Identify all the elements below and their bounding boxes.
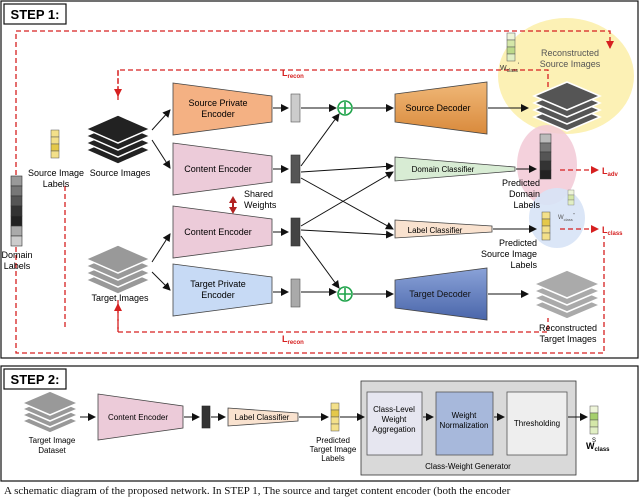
label-classifier: Label Classifier (394, 219, 493, 239)
step1-title: STEP 1: (11, 7, 60, 22)
content-encoder-top: Content Encoder (172, 142, 273, 196)
reconstructed-highlight (498, 18, 634, 134)
svg-text:Ladv: Ladv (602, 166, 619, 178)
svg-text:Label Classifier: Label Classifier (235, 413, 290, 422)
figure-caption: A schematic diagram of the proposed netw… (4, 485, 511, 497)
content-encoder-bottom: Content Encoder (172, 205, 273, 259)
svg-text:Target Decoder: Target Decoder (409, 289, 471, 299)
w-class-prime-vector (506, 32, 516, 62)
loss-labels: Lrecon Lrecon Ladv Lclass (282, 68, 623, 346)
domain-classifier: Domain Classifier (394, 156, 516, 182)
w-class-2prime-vector (567, 189, 575, 206)
input-arrows (151, 109, 171, 291)
reconstructed-source-stack (532, 81, 602, 132)
svg-text:Lclass: Lclass (602, 225, 623, 237)
step2-content-encoder: Content Encoder (97, 393, 184, 441)
svg-text:Lrecon: Lrecon (282, 68, 304, 80)
predicted-domain-vector (539, 133, 552, 180)
reconstructed-target-stack (532, 269, 602, 320)
svg-text:Content Encoder: Content Encoder (184, 164, 252, 174)
svg-text:Source Decoder: Source Decoder (405, 103, 470, 113)
encoder-feature-arrows (273, 104, 289, 296)
svg-text:Lrecon: Lrecon (282, 334, 304, 346)
network-diagram: STEP 1: Lrecon Lrecon Ladv Lclass (0, 0, 639, 482)
target-images-text: Target Images (91, 293, 149, 303)
w-class-text: Wclass (586, 441, 610, 453)
source-images-text: Source Images (90, 168, 151, 178)
step2-feature-vector (201, 405, 211, 429)
svg-text:Content Encoder: Content Encoder (184, 227, 252, 237)
weight-normalization-box (435, 391, 494, 456)
w-class-vector (589, 405, 599, 435)
step2-predicted-vector (330, 402, 340, 432)
svg-text:Thresholding: Thresholding (514, 419, 560, 428)
thresholding-box (506, 391, 568, 456)
svg-text:Content Encoder: Content Encoder (108, 413, 168, 422)
svg-text:Domain Classifier: Domain Classifier (412, 165, 475, 174)
step2-panel: STEP 2: (0, 365, 639, 482)
source-decoder: Source Decoder (394, 81, 488, 135)
w-class-mark: S (592, 438, 596, 444)
target-dataset-stack (20, 390, 80, 434)
output-arrows (488, 104, 537, 298)
plus-node-bottom (337, 286, 353, 302)
svg-text:Label Classifier: Label Classifier (408, 226, 463, 235)
predicted-source-vector (541, 211, 551, 241)
w-class-2prime-text: Wclass'' (558, 213, 575, 222)
domain-label-vector (10, 175, 23, 247)
step2-title: STEP 2: (11, 372, 60, 387)
loss-paths (15, 30, 614, 354)
plus-node-top (337, 100, 353, 116)
source-images-stack (84, 114, 152, 165)
target-decoder: Target Decoder (394, 267, 488, 321)
feature-vectors (290, 93, 301, 308)
class-level-aggregation-box (366, 391, 423, 456)
w-class-prime-text: Wclass' (500, 63, 519, 74)
feature-arrows (300, 104, 394, 298)
step1-panel: STEP 1: (0, 0, 639, 359)
source-label-vector (50, 129, 60, 159)
step2-label-classifier: Label Classifier (227, 407, 299, 427)
svg-text:Class-Weight Generator: Class-Weight Generator (425, 462, 511, 471)
target-images-stack (84, 244, 152, 295)
